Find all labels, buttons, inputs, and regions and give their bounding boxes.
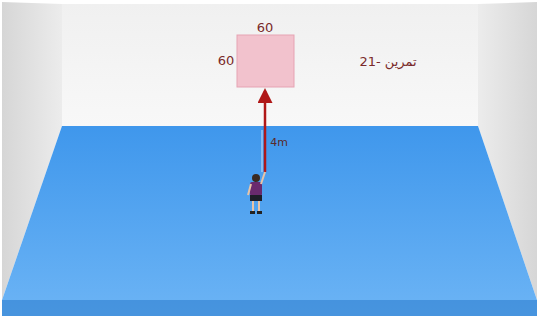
target-square xyxy=(237,35,294,87)
dimension-label: 60 xyxy=(257,21,274,35)
exercise-label: تمرین -21 xyxy=(359,55,416,69)
throw-arrow xyxy=(264,91,267,172)
distance-label: 4m xyxy=(270,137,288,149)
floor-edge xyxy=(2,300,537,316)
dimension-label: 60 xyxy=(218,54,235,68)
floor xyxy=(2,126,537,316)
player-figure xyxy=(248,172,265,214)
back-wall xyxy=(62,4,478,126)
arrow-highlight xyxy=(262,130,263,172)
